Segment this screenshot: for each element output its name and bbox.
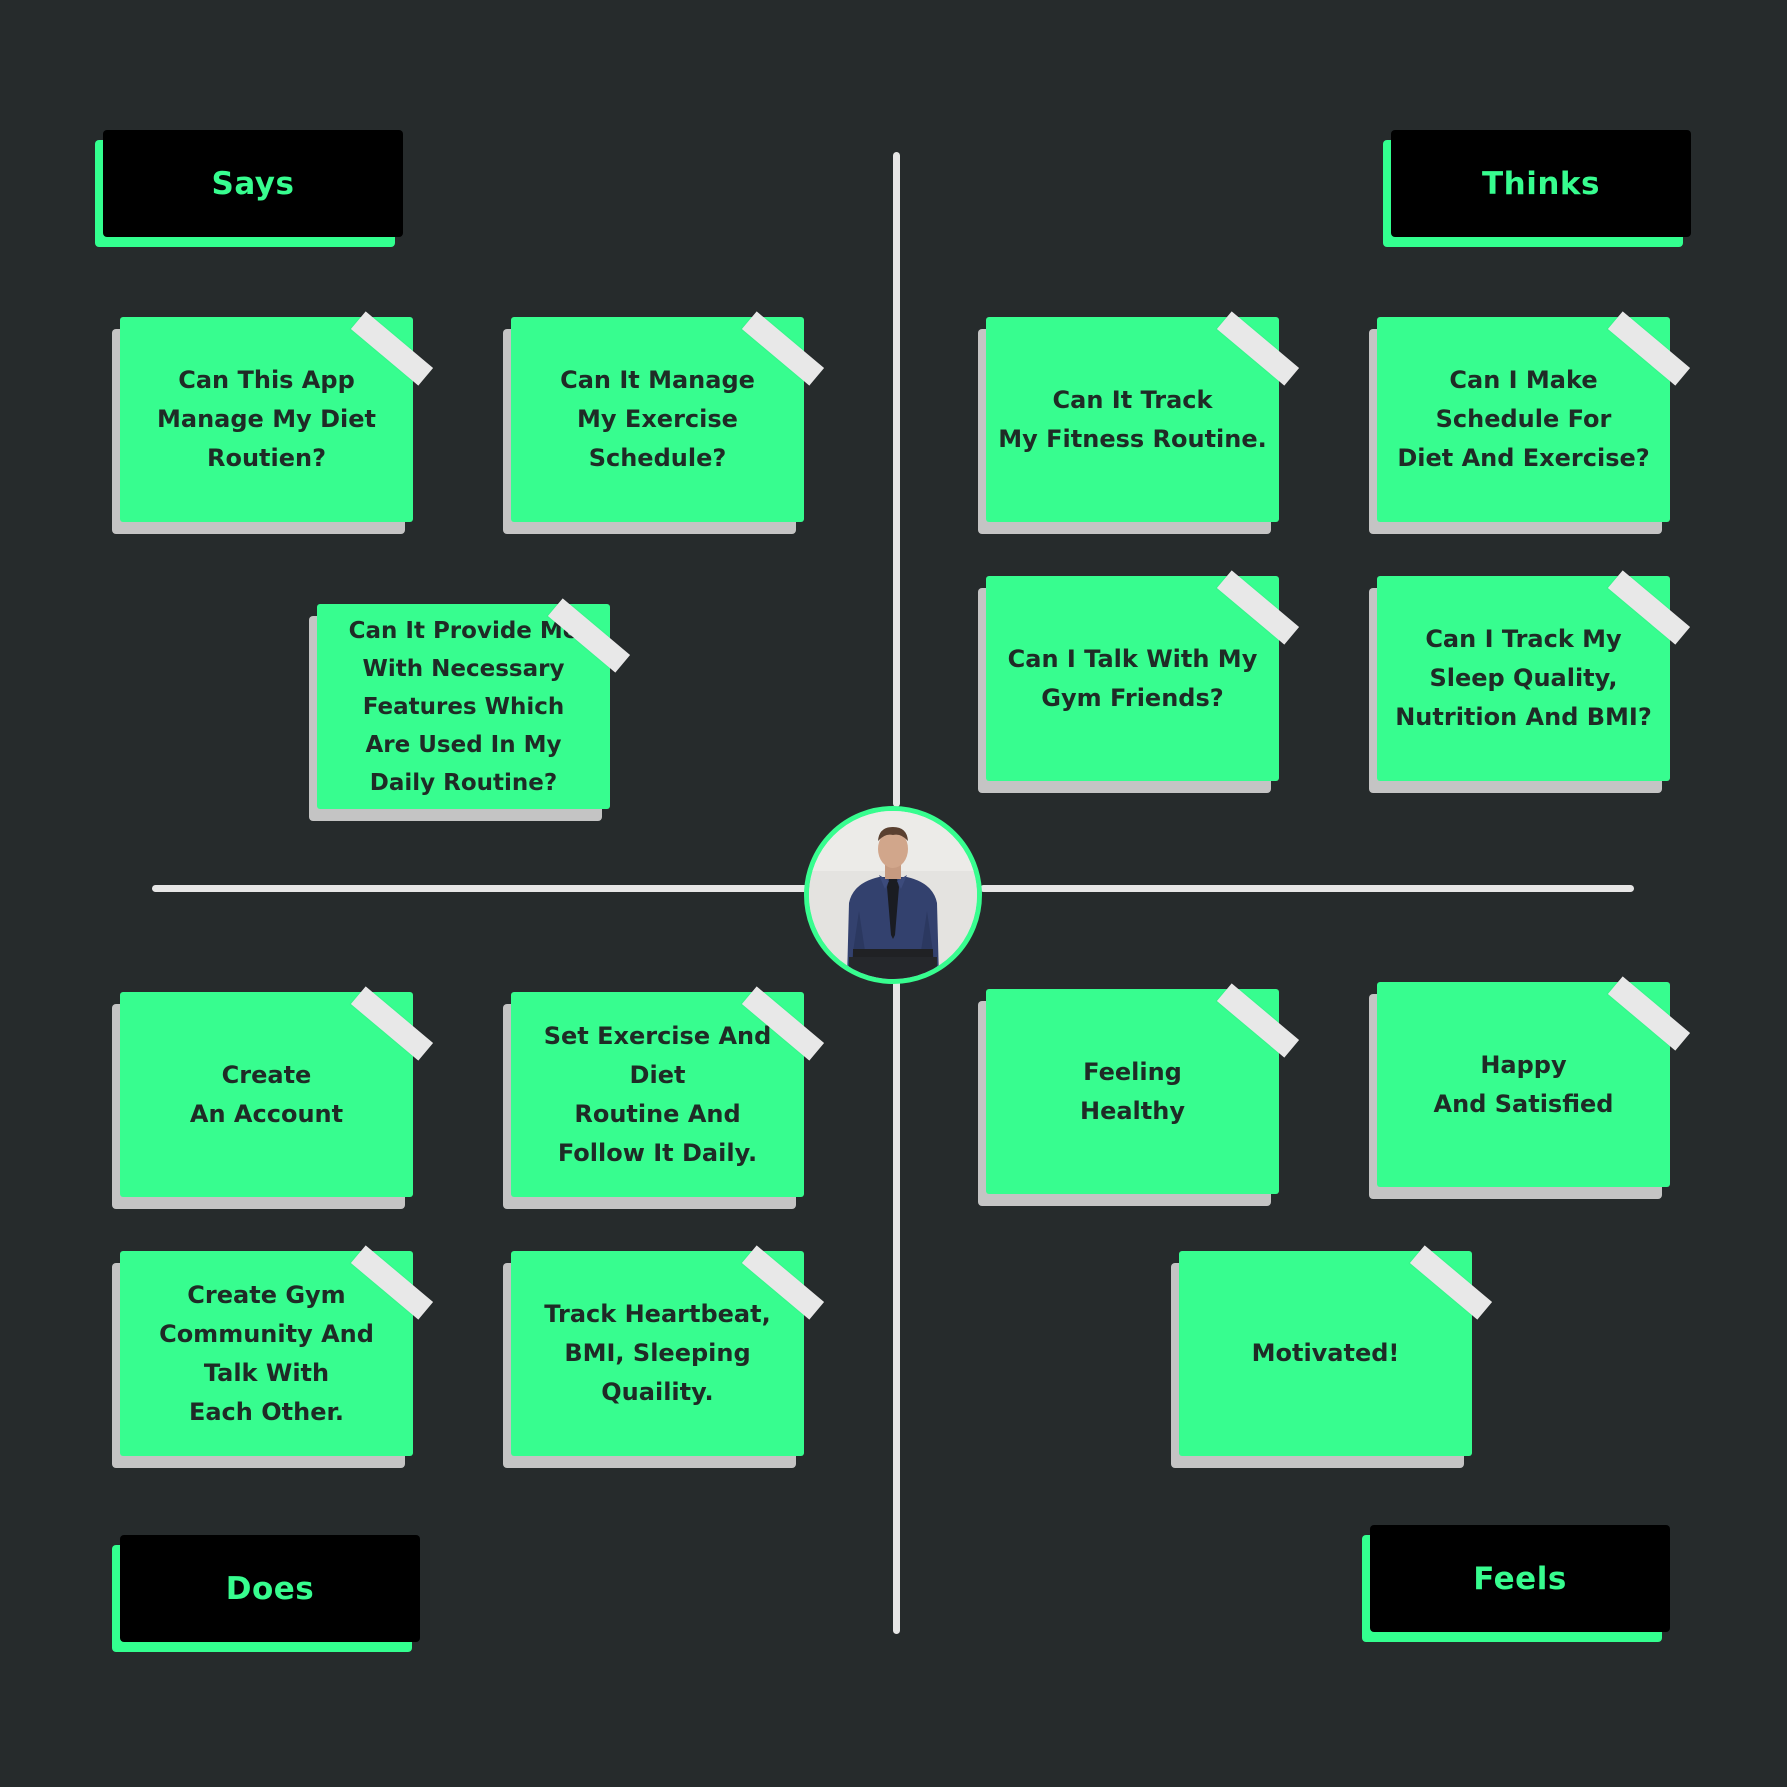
note-text: Happy And Satisfied <box>1377 982 1670 1187</box>
sticky-note-says-1: Can This App Manage My Diet Routien? <box>112 311 434 534</box>
says-label-text: Says <box>103 130 403 237</box>
sticky-note-thinks-1: Can It Track My Fitness Routine. <box>978 311 1300 534</box>
does-label-text: Does <box>120 1535 420 1642</box>
note-text: Can This App Manage My Diet Routien? <box>120 317 413 522</box>
note-text: Can I Make Schedule For Diet And Exercis… <box>1377 317 1670 522</box>
sticky-note-does-2: Set Exercise And Diet Routine And Follow… <box>503 986 825 1209</box>
feels-label: Feels <box>1362 1525 1670 1642</box>
horizontal-divider-right <box>980 885 1634 892</box>
says-label: Says <box>95 130 403 247</box>
horizontal-divider-left <box>152 885 808 892</box>
sticky-note-says-2: Can It Manage My Exercise Schedule? <box>503 311 825 534</box>
sticky-note-does-1: Create An Account <box>112 986 434 1209</box>
note-text: Create An Account <box>120 992 413 1197</box>
note-text: Can It Track My Fitness Routine. <box>986 317 1279 522</box>
sticky-note-thinks-2: Can I Make Schedule For Diet And Exercis… <box>1369 311 1691 534</box>
note-text: Can It Manage My Exercise Schedule? <box>511 317 804 522</box>
person-illustration <box>809 811 977 979</box>
vertical-divider-bottom <box>893 978 900 1634</box>
note-text: Feeling Healthy <box>986 989 1279 1194</box>
note-text: Motivated! <box>1179 1251 1472 1456</box>
note-text: Can It Provide Me With Necessary Feature… <box>317 604 610 809</box>
note-text: Can I Talk With My Gym Friends? <box>986 576 1279 781</box>
sticky-note-feels-2: Happy And Satisfied <box>1369 976 1691 1199</box>
thinks-label: Thinks <box>1383 130 1691 247</box>
sticky-note-thinks-3: Can I Talk With My Gym Friends? <box>978 570 1300 793</box>
sticky-note-feels-1: Feeling Healthy <box>978 983 1300 1206</box>
feels-label-text: Feels <box>1370 1525 1670 1632</box>
thinks-label-text: Thinks <box>1391 130 1691 237</box>
person-photo-icon <box>804 806 982 984</box>
sticky-note-feels-3: Motivated! <box>1171 1245 1493 1468</box>
note-text: Track Heartbeat, BMI, Sleeping Quaility. <box>511 1251 804 1456</box>
note-text: Create Gym Community And Talk With Each … <box>120 1251 413 1456</box>
sticky-note-does-4: Track Heartbeat, BMI, Sleeping Quaility. <box>503 1245 825 1468</box>
note-text: Set Exercise And Diet Routine And Follow… <box>511 992 804 1197</box>
vertical-divider-top <box>893 152 900 807</box>
sticky-note-thinks-4: Can I Track My Sleep Quality, Nutrition … <box>1369 570 1691 793</box>
sticky-note-does-3: Create Gym Community And Talk With Each … <box>112 1245 434 1468</box>
sticky-note-says-3: Can It Provide Me With Necessary Feature… <box>309 598 631 821</box>
does-label: Does <box>112 1535 420 1652</box>
note-text: Can I Track My Sleep Quality, Nutrition … <box>1377 576 1670 781</box>
